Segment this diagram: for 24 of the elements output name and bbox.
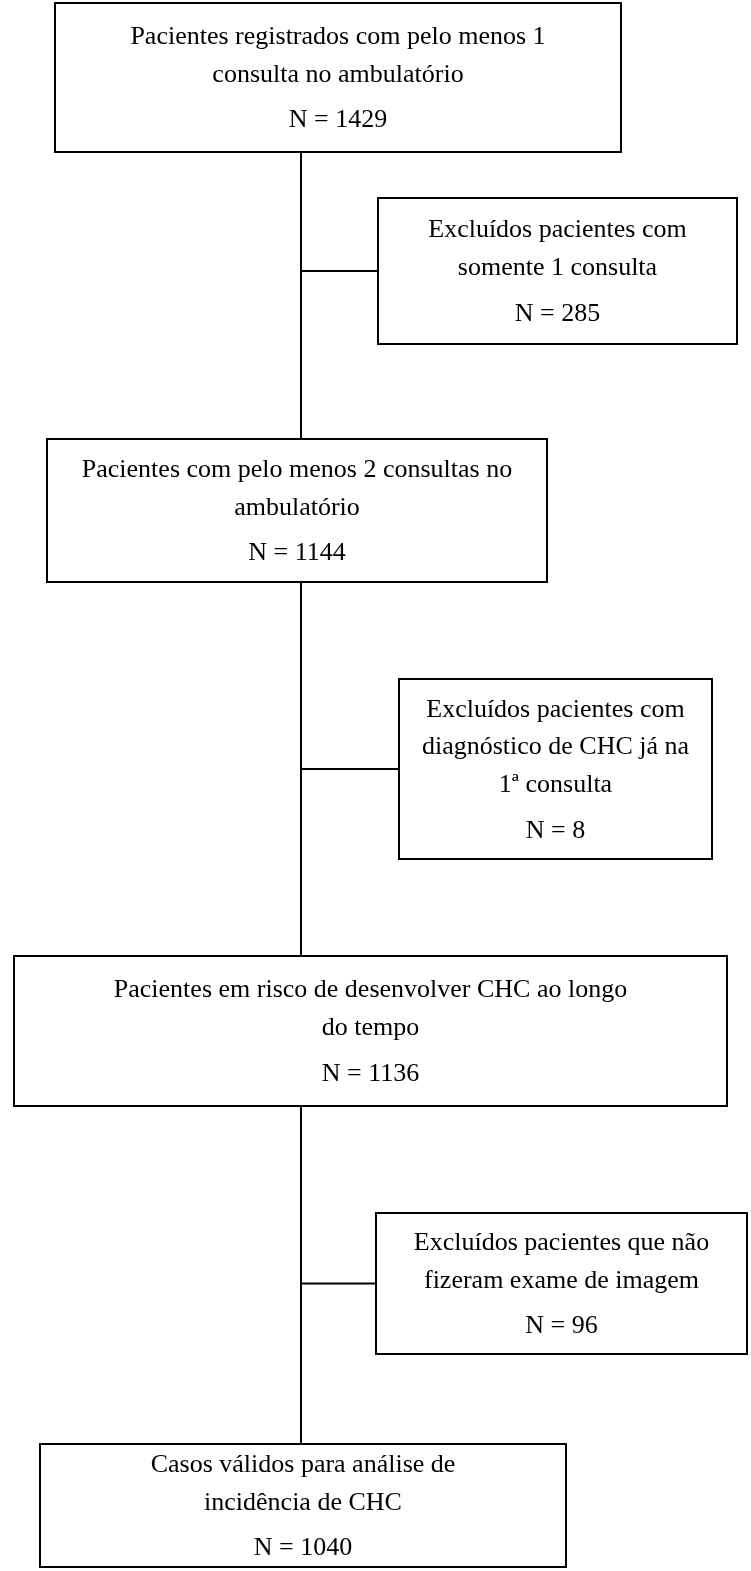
count-text: N = 1429 (288, 103, 388, 136)
connector-line (300, 152, 302, 439)
process-box (13, 955, 728, 1107)
count-text: N = 8 (525, 813, 586, 846)
count-text: N = 1040 (253, 1531, 353, 1564)
box-text: Pacientes com pelo menos 2 consultas no ambulatório (80, 452, 514, 523)
count-text: N = 285 (514, 296, 601, 329)
count-text: N = 96 (525, 1309, 598, 1342)
process-box (46, 438, 548, 583)
count-text: N = 1144 (248, 536, 346, 569)
process-box (54, 2, 622, 153)
box-text: Pacientes registrados com pelo menos 1 consulta no ambulatório (129, 19, 547, 90)
box-text: Excluídos pacientes com diagnóstico de CHC já na 1ª consulta (420, 692, 691, 800)
connector-line (300, 582, 302, 956)
connector-line (300, 1106, 302, 1444)
count-text: N = 1136 (321, 1056, 420, 1089)
process-box (377, 197, 738, 345)
box-text: Casos válidos para análise de incidência de CHC (149, 1447, 457, 1518)
process-box (398, 678, 713, 860)
process-box (375, 1212, 748, 1355)
box-text: Excluídos pacientes que não fizeram exame de imagem (412, 1225, 711, 1296)
process-box (39, 1443, 567, 1568)
box-text: Excluídos pacientes com somente 1 consulta (427, 213, 688, 284)
box-text: Pacientes em risco de desenvolver CHC ao longo do tempo (112, 973, 629, 1044)
